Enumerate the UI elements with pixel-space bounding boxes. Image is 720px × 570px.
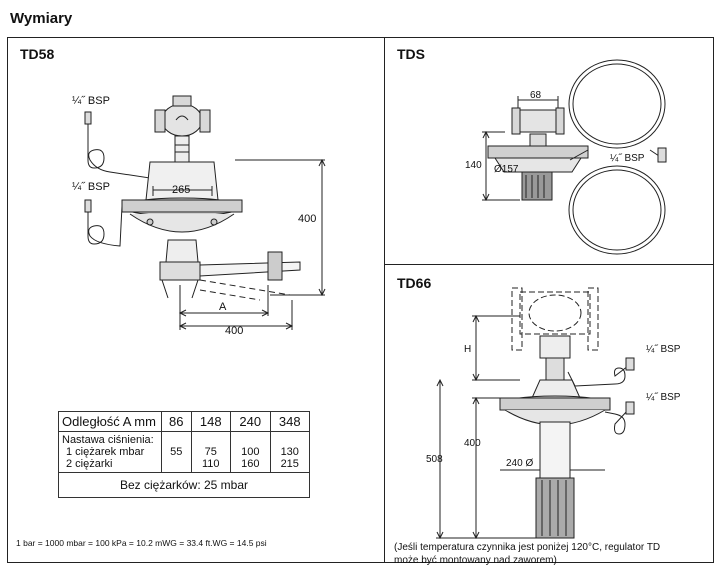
td66-bsp-mid-label: ¼˝ BSP <box>646 391 681 403</box>
table-header-row: Odległość A mm 86 148 240 348 <box>58 411 310 432</box>
td58-settings-table: Odległość A mm 86 148 240 348 Nastawa ci… <box>58 411 310 498</box>
td66-caption-line-1: (Jeśli temperatura czynnika jest poniżej… <box>394 542 661 553</box>
td66-column <box>539 421 571 479</box>
table-row1-label: 1 ciężarek mbar <box>66 446 145 458</box>
table-cell: 160 <box>241 458 260 470</box>
tds-dim-140: 140 <box>465 160 482 171</box>
table-cell: 215 <box>280 458 299 470</box>
tds-dim-157: Ø157 <box>494 164 519 175</box>
td58-title: TD58 <box>20 46 55 62</box>
td58-dim-A: A <box>219 301 227 313</box>
td58-dim-400-vertical: 400 <box>298 213 316 225</box>
table-cell: 75 <box>204 446 217 458</box>
td58-capillary-top <box>87 122 151 195</box>
table-cell: 55 <box>170 446 183 458</box>
table-footer: Bez ciężarków: 25 mbar <box>58 472 310 498</box>
td58-capillary-mid <box>87 205 123 247</box>
td66-capillary-mid <box>604 409 629 435</box>
table-col-4: 348 <box>269 411 310 432</box>
tds-dim-68: 68 <box>530 90 542 101</box>
td66-title: TD66 <box>397 275 432 291</box>
td58-bsp-mid-label: ¼˝ BSP <box>72 181 110 193</box>
table-footer-row: Bez ciężarków: 25 mbar <box>58 472 310 498</box>
table-cell: 110 <box>202 458 220 470</box>
td66-dim-508: 508 <box>426 454 443 465</box>
td58-valve-flange-right <box>199 109 211 133</box>
td66-caption-line-2: może być montowany nad zaworem) <box>394 555 557 566</box>
td58-valve-top <box>172 95 192 107</box>
td58-weight <box>267 251 283 281</box>
table-pressure-label: Nastawa ciśnienia: <box>62 434 154 446</box>
td58-dim-265: 265 <box>172 184 190 196</box>
td66-dim-240: 240 Ø <box>506 458 533 469</box>
td66-dim-400: 400 <box>464 438 481 449</box>
tds-capillary-coil-bottom <box>568 165 666 255</box>
td66-caption: (Jeśli temperatura czynnika jest poniżej… <box>394 541 660 567</box>
tds-title: TDS <box>397 46 425 62</box>
page-title: Wymiary <box>10 10 73 27</box>
table-row2-label: 2 ciężarki <box>66 458 113 470</box>
tds-capillary-coil-top <box>568 59 666 149</box>
td58-dim-400-horizontal: 400 <box>225 325 243 337</box>
td66-bsp-top-label: ¼˝ BSP <box>646 343 681 355</box>
table-cell: 130 <box>280 446 299 458</box>
tds-bsp-label: ¼˝ BSP <box>610 152 645 164</box>
td58-valve-flange-left <box>154 109 166 133</box>
td58-bsp-top-label: ¼˝ BSP <box>72 95 110 107</box>
table-cell: 100 <box>241 446 260 458</box>
td66-valve-outline <box>519 291 591 335</box>
td66-dim-H: H <box>464 344 471 355</box>
tds-sensor <box>521 171 553 201</box>
td66-capillary-top <box>574 365 629 387</box>
td58-footnote: 1 bar = 1000 mbar = 100 kPa = 10.2 mWG =… <box>16 538 267 548</box>
